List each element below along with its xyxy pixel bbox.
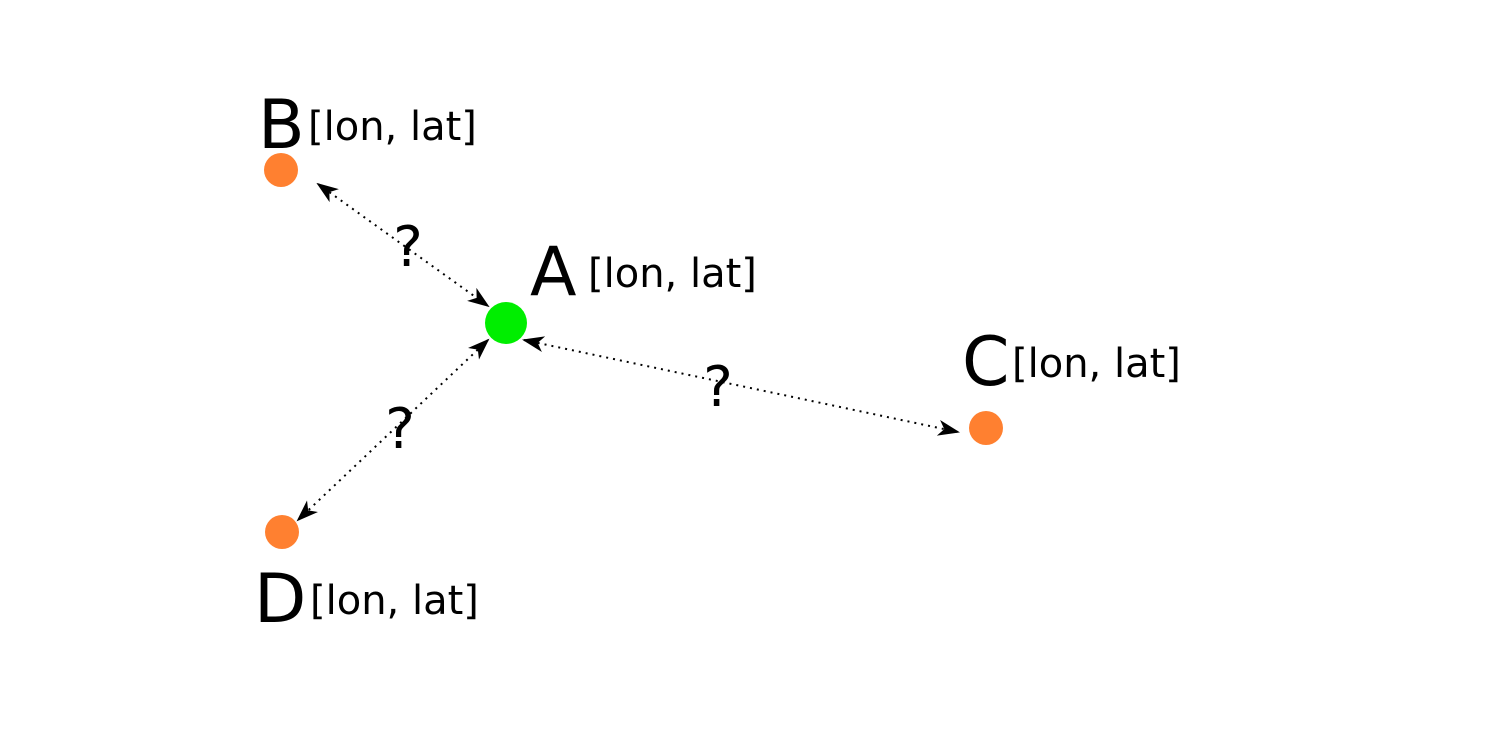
point-d-marker — [265, 515, 299, 549]
point-a-letter: A — [530, 233, 577, 312]
edge-a-c-label: ? — [703, 355, 733, 420]
point-d: D [lon, lat] — [254, 515, 479, 639]
point-a-marker — [485, 302, 527, 344]
point-c-marker — [969, 411, 1003, 445]
edge-a-c: ? — [522, 336, 960, 436]
edge-a-b: ? — [316, 182, 490, 308]
point-d-letter: D — [254, 560, 306, 639]
point-b-coords: [lon, lat] — [308, 104, 477, 150]
edge-a-b-label: ? — [393, 215, 423, 280]
point-b: B [lon, lat] — [258, 86, 477, 187]
edge-a-d-label: ? — [385, 397, 415, 462]
edge-a-d: ? — [296, 338, 490, 522]
edge-a-d-line — [296, 338, 490, 522]
point-b-marker — [264, 153, 298, 187]
point-a: A [lon, lat] — [485, 233, 757, 344]
edge-a-c-line — [522, 336, 960, 436]
point-c: C [lon, lat] — [962, 323, 1181, 445]
point-c-letter: C — [962, 323, 1009, 402]
point-d-coords: [lon, lat] — [310, 578, 479, 624]
point-c-coords: [lon, lat] — [1012, 341, 1181, 387]
point-a-coords: [lon, lat] — [588, 251, 757, 297]
point-b-letter: B — [258, 86, 305, 165]
